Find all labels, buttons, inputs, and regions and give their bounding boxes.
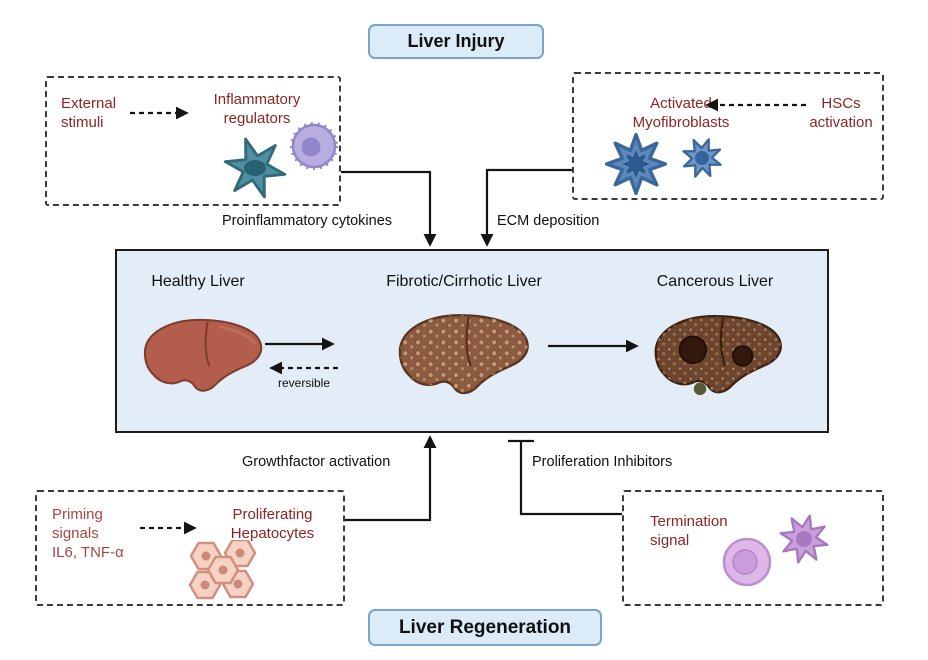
myofibroblast-cells-illustration <box>604 132 722 196</box>
ecm-connector <box>480 168 572 247</box>
tumor-lesion <box>678 335 708 364</box>
termination-cells-illustration <box>722 514 829 587</box>
ecm-deposition-label: ECM deposition <box>497 213 600 229</box>
cancerous-liver-label: Cancerous Liver <box>656 273 774 290</box>
fibrotic-liver-icon <box>398 314 529 395</box>
stellate-cell-icon <box>223 137 287 199</box>
healthy-liver-icon <box>143 318 263 392</box>
fibrotic-liver-label: Fibrotic/Cirrhotic Liver <box>386 273 542 290</box>
termination-signal-label: Termination signal <box>650 513 728 550</box>
proinflammatory-connector <box>341 170 437 247</box>
proliferating-hepatocytes-label: Proliferating Hepatocytes <box>230 506 315 543</box>
inhibition-connector <box>519 441 622 516</box>
growthfactor-connector <box>345 435 437 522</box>
round-cell-icon <box>722 537 772 587</box>
activated-myofibroblasts-label: Activated Myofibroblasts <box>632 95 730 132</box>
external-stimuli-label: External stimuli <box>61 95 117 132</box>
proliferation-inhibitors-label: Proliferation Inhibitors <box>532 454 673 470</box>
termination-panel: Termination signal <box>622 490 884 606</box>
cancerous-liver-icon <box>654 314 782 396</box>
myofibroblast-cell-small-icon <box>682 138 722 178</box>
spiky-cell-icon <box>779 514 829 564</box>
liver-regeneration-title: Liver Regeneration <box>368 609 602 646</box>
immune-cell-icon <box>290 122 338 170</box>
growthfactor-activation-label: Growthfactor activation <box>242 454 391 470</box>
reversible-label: reversible <box>277 376 331 390</box>
priming-signals-label: Priming signals IL6, TNF-α <box>52 506 124 562</box>
liver-injury-title: Liver Injury <box>368 24 544 59</box>
tumor-lesion <box>693 382 707 396</box>
inflammatory-cells-illustration <box>223 122 338 199</box>
hscs-activation-label: HSCs activation <box>809 95 873 132</box>
inflammation-panel: External stimuli Inflammatory regulators <box>45 76 341 206</box>
regeneration-panel: Priming signals IL6, TNF-α Proliferating… <box>35 490 345 606</box>
myofibroblast-cell-large-icon <box>604 132 668 196</box>
proinflammatory-cytokines-label: Proinflammatory cytokines <box>222 213 393 229</box>
hepatocyte-cluster-icon <box>188 540 257 600</box>
inflammatory-regulators-label: Inflammatory regulators <box>213 91 301 128</box>
healthy-liver-label: Healthy Liver <box>151 273 245 290</box>
tumor-lesion <box>731 345 754 367</box>
myofibroblast-panel: Activated Myofibroblasts HSCs activation <box>572 72 884 200</box>
liver-progression-panel: Healthy Liver Fibrotic/Cirrhotic Liver C… <box>115 249 829 433</box>
